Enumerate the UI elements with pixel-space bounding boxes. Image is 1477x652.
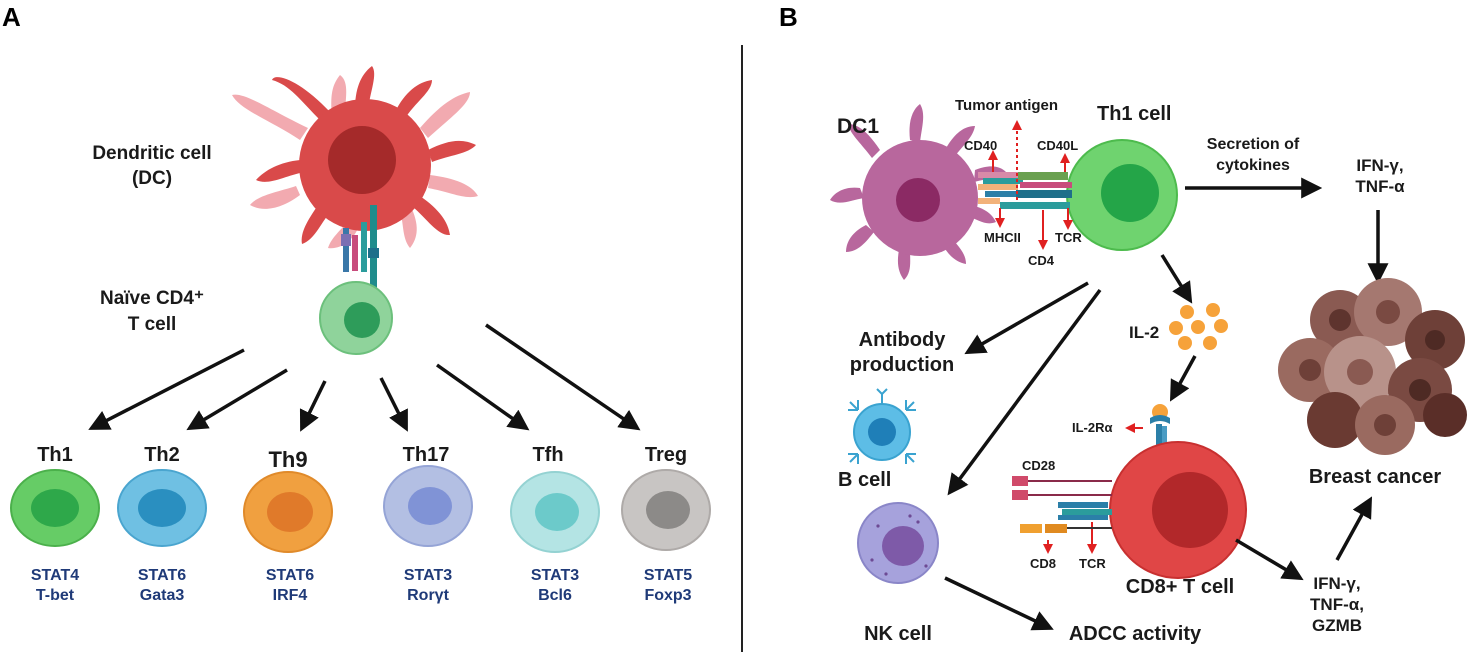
subset-tf-1: STAT6 [266, 567, 314, 584]
dc-label-line1: Dendritic cell [92, 143, 211, 164]
arrow-nk-to-adcc [944, 576, 1054, 631]
breast-cancer-label: Breast cancer [1309, 466, 1442, 488]
nk-cell [857, 502, 939, 584]
naive-label-line1: Naïve CD4⁺ [100, 288, 204, 309]
adcc-label: ADCC activity [1069, 623, 1202, 645]
subset-tf-1: STAT3 [531, 567, 579, 584]
tcr2-label: TCR [1079, 556, 1106, 571]
subset-tf-2: Gata3 [140, 587, 185, 604]
cd28-label: CD28 [1022, 458, 1055, 473]
subset-tf-1: STAT3 [404, 567, 452, 584]
th1-cell-label: Th1 cell [1097, 103, 1171, 125]
nk-cell-label: NK cell [864, 623, 932, 645]
effector-label-1: IFN-γ, [1313, 574, 1360, 593]
panel-b-letter: B [779, 2, 798, 32]
cd8-receptors [1012, 476, 1112, 533]
subset-tfh: Tfh STAT3 Bcl6 [510, 444, 600, 604]
subset-tf-1: STAT5 [644, 567, 692, 584]
il2-label: IL-2 [1129, 323, 1159, 342]
dc-label-line2: (DC) [132, 168, 172, 189]
il2-particles [1169, 303, 1228, 350]
dendritic-cell [232, 66, 478, 249]
cd8-tcell-label: CD8+ T cell [1126, 576, 1234, 598]
naive-label-line2: T cell [128, 314, 177, 335]
secretion-label-2: cytokines [1216, 157, 1290, 174]
arrow-to-treg [485, 323, 641, 431]
subset-tf-1: STAT6 [138, 567, 186, 584]
subset-name: Tfh [532, 444, 563, 466]
arrow-cd8-to-effectors [1235, 538, 1304, 581]
subset-treg: Treg STAT5 Foxp3 [621, 444, 711, 604]
arrow-to-nk [947, 288, 1102, 496]
arrow-effectors-to-cancer [1335, 496, 1373, 561]
il2ra-label: IL-2Rα [1072, 420, 1113, 435]
subset-tf-1: STAT4 [31, 567, 79, 584]
subset-th1: Th1 STAT4 T-bet [10, 444, 100, 604]
subset-th9: Th9 STAT6 IRF4 [243, 447, 333, 604]
cd4-label: CD4 [1028, 253, 1055, 268]
arrow-to-tfh [435, 363, 530, 431]
subset-name: Treg [645, 444, 687, 466]
th1-cell [1066, 139, 1178, 251]
secretion-label-1: Secretion of [1207, 136, 1300, 153]
effector-label-2: TNF-α, [1310, 595, 1364, 614]
subset-tf-2: T-bet [36, 587, 75, 604]
tumor-antigen-label: Tumor antigen [955, 97, 1058, 114]
cytokines-label-1: IFN-γ, [1356, 156, 1403, 175]
mhcii-label: MHCII [984, 230, 1021, 245]
subset-name: Th2 [144, 444, 180, 466]
cd40l-label: CD40L [1037, 138, 1078, 153]
dc1-cell [830, 104, 1006, 280]
synapse-receptors [978, 172, 1072, 209]
arrow-to-th9 [299, 380, 327, 432]
cd8-t-cell [1109, 441, 1247, 579]
receptor-complex-a [341, 205, 379, 295]
marker-pointers [988, 120, 1143, 554]
subset-th17: Th17 STAT3 Rorγt [383, 444, 473, 604]
subset-tf-2: Foxp3 [644, 587, 691, 604]
naive-cd4-t-cell [319, 281, 393, 355]
dc1-label: DC1 [837, 115, 879, 138]
subset-th2: Th2 STAT6 Gata3 [117, 444, 207, 604]
differentiation-arrows [88, 323, 641, 432]
cd8-label: CD8 [1030, 556, 1056, 571]
subset-tf-2: Bcl6 [538, 587, 572, 604]
subset-tf-2: IRF4 [273, 587, 308, 604]
cytokines-label-2: TNF-α [1355, 177, 1405, 196]
arrow-to-th1 [88, 348, 245, 430]
tcr-label: TCR [1055, 230, 1082, 245]
cd40-label: CD40 [964, 138, 997, 153]
subset-name: Th1 [37, 444, 73, 466]
subset-name: Th9 [268, 447, 307, 472]
tumor-mass [1278, 278, 1467, 455]
arrow-to-antibody [964, 281, 1089, 355]
effector-label-3: GZMB [1312, 616, 1362, 635]
subset-name: Th17 [403, 444, 450, 466]
antibody-label-1: Antibody [859, 329, 947, 351]
b-cell [848, 388, 916, 464]
panel-a-letter: A [2, 2, 21, 32]
arrow-to-th2 [186, 368, 288, 431]
arrow-to-il2 [1160, 254, 1193, 304]
arrow-to-th17 [379, 377, 408, 432]
subset-tf-2: Rorγt [407, 587, 449, 604]
antibody-label-2: production [850, 354, 954, 376]
b-cell-label: B cell [838, 469, 891, 491]
arrow-il2-to-cd8 [1169, 355, 1197, 402]
